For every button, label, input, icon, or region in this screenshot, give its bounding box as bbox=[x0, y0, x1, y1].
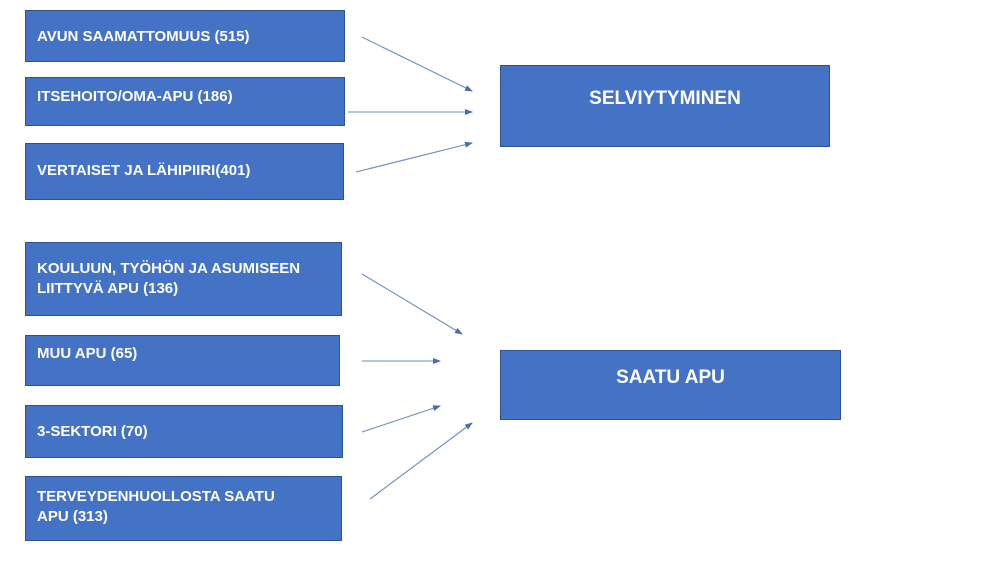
node-label: VERTAISET JA LÄHIPIIRI(401) bbox=[37, 162, 251, 179]
node-label: SAATU APU bbox=[616, 367, 725, 388]
node-kouluun-tyohon-asumiseen: KOULUUN, TYÖHÖN JA ASUMISEEN LIITTYVÄ AP… bbox=[25, 242, 342, 316]
arrow-vertaiset bbox=[355, 141, 473, 173]
arrow-kouluun bbox=[361, 273, 463, 335]
node-avun-saamattomuus: AVUN SAAMATTOMUUS (515) bbox=[25, 10, 345, 62]
node-saatu-apu: SAATU APU bbox=[500, 350, 841, 420]
arrow-avun-saamattomuus bbox=[361, 36, 473, 92]
node-label: ITSEHOITO/OMA-APU (186) bbox=[37, 88, 233, 105]
node-muu-apu: MUU APU (65) bbox=[25, 335, 340, 386]
node-vertaiset: VERTAISET JA LÄHIPIIRI(401) bbox=[25, 143, 344, 200]
node-selviytyminen: SELVIYTYMINEN bbox=[500, 65, 830, 147]
node-label: SELVIYTYMINEN bbox=[589, 88, 741, 109]
node-label: AVUN SAAMATTOMUUS (515) bbox=[37, 28, 250, 45]
arrow-3-sektori bbox=[361, 405, 441, 433]
node-label: TERVEYDENHUOLLOSTA SAATU APU (313) bbox=[37, 488, 275, 525]
node-label: KOULUUN, TYÖHÖN JA ASUMISEEN LIITTYVÄ AP… bbox=[37, 260, 301, 297]
node-terveydenhuollosta-saatu-apu: TERVEYDENHUOLLOSTA SAATU APU (313) bbox=[25, 476, 342, 541]
arrow-terveydenhuolto bbox=[369, 422, 473, 500]
node-3-sektori: 3-SEKTORI (70) bbox=[25, 405, 343, 458]
node-itsehoito: ITSEHOITO/OMA-APU (186) bbox=[25, 77, 345, 126]
node-label: MUU APU (65) bbox=[37, 345, 138, 362]
node-label: 3-SEKTORI (70) bbox=[37, 423, 148, 440]
